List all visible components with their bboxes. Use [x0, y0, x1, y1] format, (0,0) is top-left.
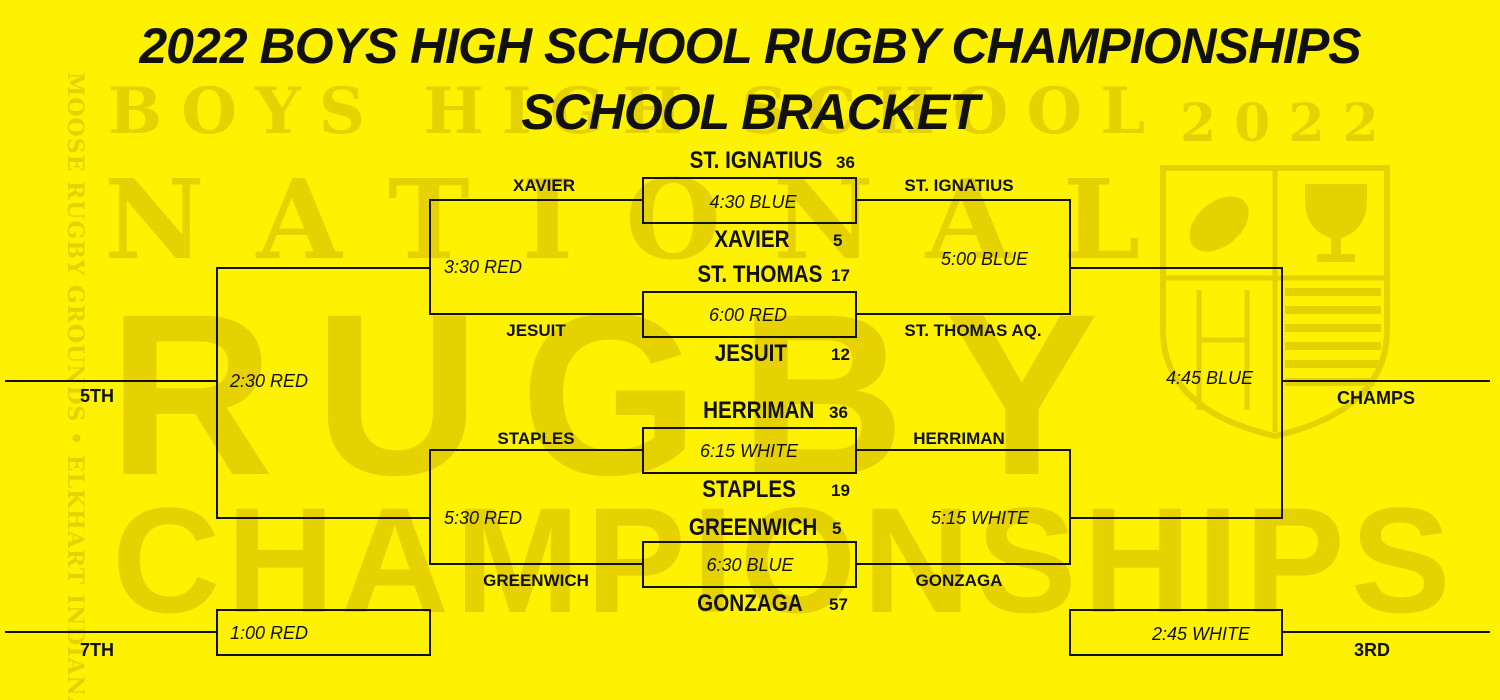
match-1-team-bottom: XAVIER: [714, 226, 790, 253]
watermark-rugby: RUGBY: [108, 266, 1139, 523]
consolation-bottom-slot: 5:30 RED: [444, 508, 523, 528]
championship-top-team-1: ST. IGNATIUS: [904, 176, 1014, 195]
consolation-bottom-team-2: GREENWICH: [483, 571, 589, 590]
match-1-score-bottom: 5: [833, 231, 843, 250]
championship-top-slot: 5:00 BLUE: [941, 249, 1029, 269]
fifth-place-slot: 2:30 RED: [230, 371, 309, 391]
fifth-place-label: 5TH: [80, 386, 115, 406]
match-4-score-top: 5: [832, 519, 842, 538]
match-3-score-top: 36: [829, 403, 848, 422]
consolation-bottom-team-1: STAPLES: [497, 429, 575, 448]
match-3-slot: 6:15 WHITE: [699, 441, 799, 461]
champs-label: CHAMPS: [1337, 388, 1416, 408]
third-place-label: 3RD: [1354, 640, 1391, 660]
watermark-boys-high-school: BOYS HIGH SCHOOL: [108, 74, 1164, 149]
match-1-team-top: ST. IGNATIUS: [689, 147, 822, 174]
match-4-score-bottom: 57: [829, 595, 848, 614]
watermark-year: 2022: [1180, 93, 1397, 154]
poster-title: 2022 BOYS HIGH SCHOOL RUGBY CHAMPIONSHIP…: [139, 18, 1361, 74]
seventh-place-slot: 1:00 RED: [230, 623, 309, 643]
shield-logo-watermark: [1160, 165, 1390, 440]
consolation-top-slot: 3:30 RED: [444, 257, 523, 277]
championship-bottom-slot: 5:15 WHITE: [931, 508, 1030, 528]
championship-top-team-2: ST. THOMAS AQ.: [904, 321, 1042, 340]
match-2-team-bottom: JESUIT: [714, 340, 787, 367]
match-4-team-bottom: GONZAGA: [697, 590, 803, 617]
final-slot: 4:45 BLUE: [1166, 368, 1254, 388]
match-1-slot: 4:30 BLUE: [709, 192, 797, 212]
watermark-national: NATIONAL: [104, 155, 1193, 284]
match-2-score-bottom: 12: [831, 345, 850, 364]
match-2-score-top: 17: [831, 266, 850, 285]
seventh-place-label: 7TH: [80, 640, 115, 660]
poster-subtitle: SCHOOL BRACKET: [521, 84, 979, 140]
match-1-score-top: 36: [836, 153, 855, 172]
match-4-slot: 6:30 BLUE: [706, 555, 794, 575]
match-3-team-top: HERRIMAN: [702, 397, 814, 424]
match-2-slot: 6:00 RED: [708, 305, 788, 325]
match-3-team-bottom: STAPLES: [702, 476, 796, 503]
match-2-team-top: ST. THOMAS: [697, 261, 822, 288]
match-4-team-top: GREENWICH: [688, 514, 817, 541]
third-place-slot: 2:45 WHITE: [1152, 624, 1251, 644]
consolation-top-team-1: XAVIER: [512, 176, 576, 195]
championship-bottom-team-1: HERRIMAN: [913, 429, 1005, 448]
consolation-top-team-2: JESUIT: [506, 321, 566, 340]
match-3-score-bottom: 19: [831, 481, 850, 500]
championship-bottom-team-2: GONZAGA: [915, 571, 1003, 590]
